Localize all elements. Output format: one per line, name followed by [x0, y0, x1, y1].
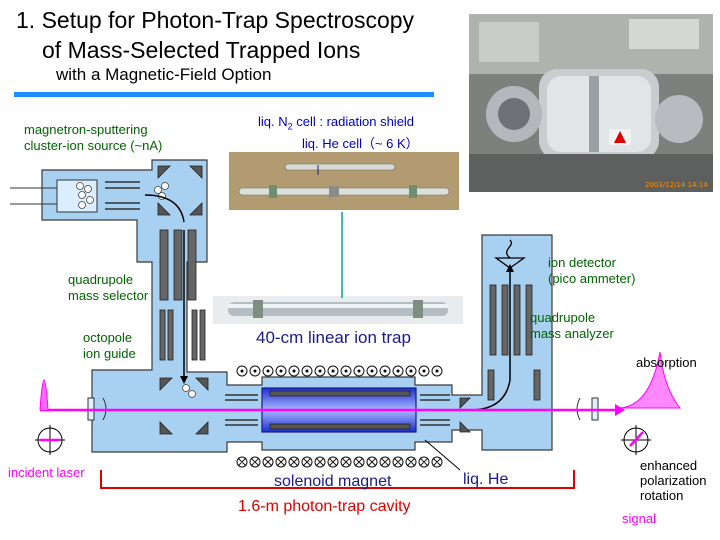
mass-analyzer-line-2: mass analyzer: [530, 326, 614, 341]
signal-label: signal: [622, 511, 656, 526]
source-label: magnetron-sputtering cluster-ion source …: [24, 122, 162, 154]
title-line-3: with a Magnetic-Field Option: [56, 65, 272, 84]
ln2-post: cell : radiation shield: [292, 114, 415, 129]
source-label-line-2: cluster-ion source (~nA): [24, 138, 163, 153]
enhanced-label: enhanced polarization rotation: [640, 458, 707, 503]
apparatus-photo: 2003/12/14 14:14: [469, 14, 713, 192]
absorption-label: absorption: [636, 355, 697, 370]
ion-detector-icon: [493, 239, 527, 269]
solenoid-label: solenoid magnet: [274, 473, 392, 490]
mass-selector-line-2: mass selector: [68, 288, 149, 303]
polarization-icon: [35, 425, 651, 455]
mass-analyzer-label: quadrupole mass analyzer: [530, 310, 614, 342]
liq-he-label: liq. He: [463, 471, 509, 488]
title-line-2: of Mass-Selected Trapped Ions: [42, 37, 361, 63]
lhe-cell-label: liq. He cell（~ 6 K）: [302, 136, 419, 151]
mass-selector-label: quadrupole mass selector: [68, 272, 148, 304]
ln2-sub: 2: [287, 121, 293, 132]
enhanced-line-2: polarization: [640, 473, 707, 488]
ln2-pre: liq. N: [258, 114, 288, 129]
cells-photo: [229, 152, 459, 210]
mass-selector-line-1: quadrupole: [68, 272, 134, 287]
cavity-label: 1.6-m photon-trap cavity: [238, 498, 411, 515]
enhanced-line-1: enhanced: [640, 458, 698, 473]
detector-line-2: (pico ammeter): [548, 271, 636, 286]
source-label-line-1: magnetron-sputtering: [24, 122, 148, 137]
ion-guide-line-2: ion guide: [83, 346, 136, 361]
photo-timestamp: 2003/12/14 14:14: [645, 181, 708, 189]
detector-line-1: ion detector: [548, 255, 616, 270]
incident-laser-label: incident laser: [8, 465, 85, 480]
linear-trap-label: 40-cm linear ion trap: [256, 328, 411, 347]
title-line-1: 1. Setup for Photon-Trap Spectroscopy: [16, 7, 415, 33]
ion-guide-label: octopole ion guide: [83, 330, 136, 362]
enhanced-line-3: rotation: [640, 488, 684, 503]
ln2-cell-label: liq. N2 cell : radiation shield: [258, 114, 415, 132]
mass-analyzer-line-1: quadrupole: [530, 310, 596, 325]
ion-guide-line-1: octopole: [83, 330, 133, 345]
title-rule: [14, 92, 434, 97]
detector-label: ion detector (pico ammeter): [548, 255, 635, 287]
linear-trap-photo: [213, 296, 463, 324]
